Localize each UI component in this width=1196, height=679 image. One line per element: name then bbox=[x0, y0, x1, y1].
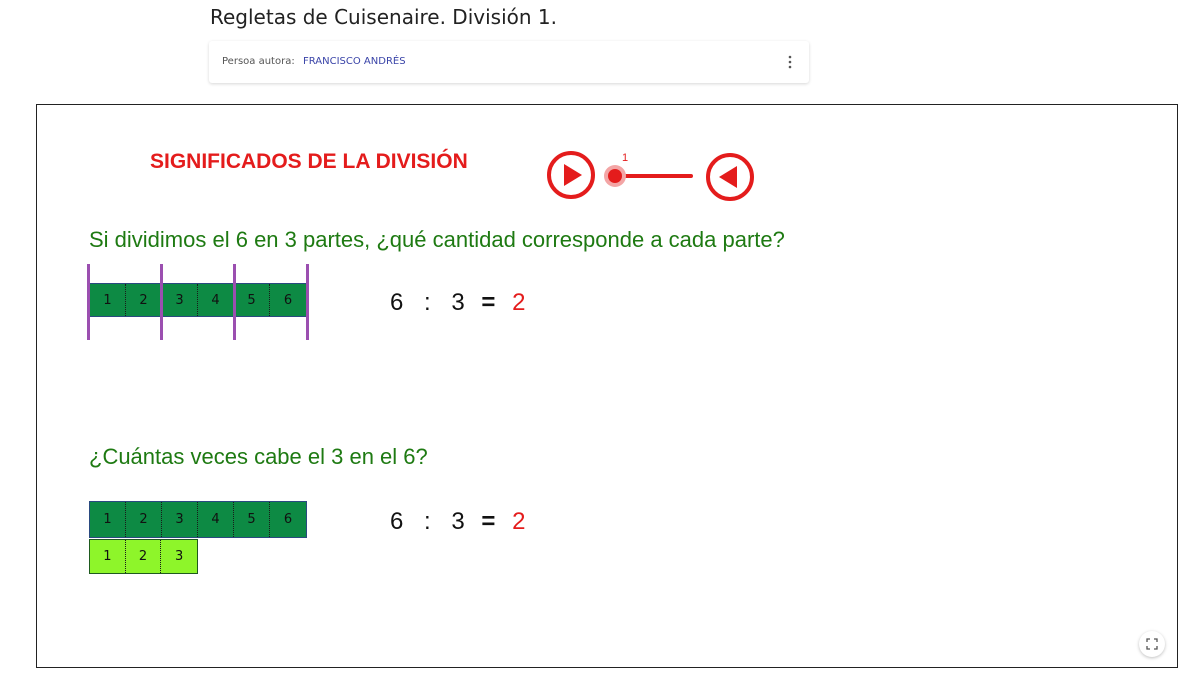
rod-cell: 3 bbox=[175, 549, 184, 564]
rod-6-divided: 1 2 3 4 5 6 bbox=[89, 283, 307, 317]
rod-cell: 1 bbox=[90, 284, 126, 316]
rod-cell: 3 bbox=[162, 502, 198, 537]
rod-3: 1 2 3 bbox=[89, 539, 198, 574]
equation-dividend: 6 bbox=[390, 508, 404, 535]
rod-cell: 2 bbox=[126, 502, 162, 537]
applet-heading: SIGNIFICADOS DE LA DIVISIÓN bbox=[150, 150, 468, 173]
rod-cell: 5 bbox=[234, 502, 270, 537]
step-slider[interactable]: 1 bbox=[603, 152, 693, 193]
rod-cell: 2 bbox=[126, 540, 162, 573]
page-title: Regletas de Cuisenaire. División 1. bbox=[210, 5, 557, 29]
rod-cell: 6 bbox=[283, 512, 293, 527]
equation-2: 6 : 3 = 2 bbox=[390, 508, 525, 536]
rod-cell: 4 bbox=[198, 284, 234, 316]
rod-cell: 5 bbox=[234, 284, 270, 316]
partition-divider bbox=[233, 264, 236, 340]
author-name-link[interactable]: FRANCISCO ANDRÉS bbox=[303, 56, 406, 67]
partition-divider bbox=[306, 264, 309, 340]
rod-cell: 2 bbox=[126, 284, 162, 316]
equation-operator: : bbox=[424, 289, 431, 316]
equation-equals: = bbox=[481, 289, 496, 316]
equation-divisor: 3 bbox=[451, 289, 465, 316]
equation-1: 6 : 3 = 2 bbox=[390, 289, 525, 317]
author-label: Persoa autora: bbox=[222, 56, 295, 67]
play-icon[interactable] bbox=[545, 149, 597, 201]
partition-divider bbox=[87, 264, 90, 340]
rod-cell: 1 bbox=[90, 540, 126, 573]
equation-result: 2 bbox=[512, 508, 526, 535]
author-card: Persoa autora: FRANCISCO ANDRÉS bbox=[209, 41, 809, 83]
equation-divisor: 3 bbox=[451, 508, 465, 535]
equation-equals: = bbox=[481, 508, 496, 535]
equation-result: 2 bbox=[512, 289, 526, 316]
question-1: Si dividimos el 6 en 3 partes, ¿qué cant… bbox=[89, 227, 785, 252]
kebab-menu-icon[interactable] bbox=[785, 53, 795, 71]
fullscreen-icon[interactable] bbox=[1139, 631, 1165, 657]
reverse-play-icon[interactable] bbox=[704, 151, 756, 203]
equation-dividend: 6 bbox=[390, 289, 404, 316]
rod-cell: 1 bbox=[90, 502, 126, 537]
rod-6: 1 2 3 4 5 6 bbox=[89, 501, 307, 538]
rod-cell: 4 bbox=[198, 502, 234, 537]
rod-cell: 6 bbox=[283, 292, 293, 308]
partition-divider bbox=[160, 264, 163, 340]
geogebra-applet: SIGNIFICADOS DE LA DIVISIÓN 1 Si dividim… bbox=[36, 104, 1178, 668]
equation-operator: : bbox=[424, 508, 431, 535]
question-2: ¿Cuántas veces cabe el 3 en el 6? bbox=[89, 444, 428, 469]
rod-cell: 3 bbox=[162, 284, 198, 316]
slider-value-label: 1 bbox=[622, 152, 629, 164]
